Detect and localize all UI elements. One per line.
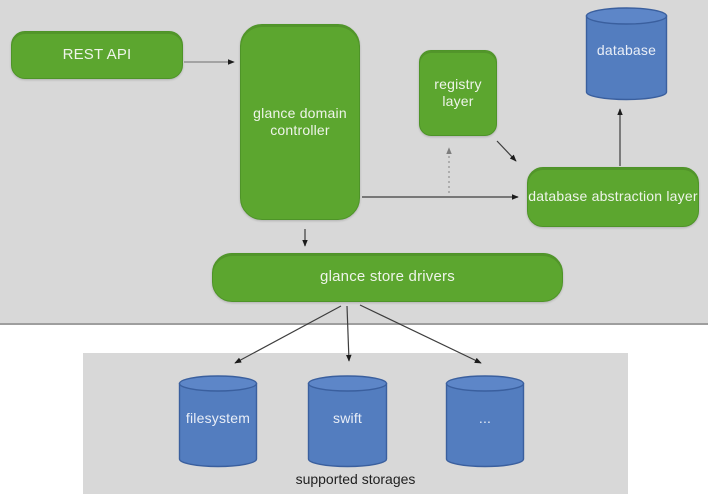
node-filesystem-cylinder: filesystem [178,374,258,469]
node-more-storages-cylinder: ... [445,374,525,469]
node-registry-layer: registry layer [419,50,497,136]
node-database-abstraction-layer: database abstraction layer [527,167,699,227]
database-cylinder-icon [585,7,668,101]
supported-storages-caption: supported storages [295,471,416,487]
node-more-storages-label: ... [478,409,492,426]
node-glance-store-drivers: glance store drivers [212,253,563,302]
node-registry-layer-label: registry layer [434,75,482,110]
node-database-cylinder: database [585,6,668,102]
node-database-abstraction-layer-label: database abstraction layer [528,188,698,205]
more-storages-cylinder-icon [445,375,525,468]
node-swift-label: swift [333,409,362,426]
node-filesystem-label: filesystem [185,409,251,426]
filesystem-cylinder-icon [178,375,258,468]
node-glance-store-drivers-label: glance store drivers [320,268,455,286]
node-swift-cylinder: swift [307,374,388,469]
node-glance-domain-controller-label: glance domain controller [253,104,347,139]
node-rest-api: REST API [11,31,183,79]
node-glance-domain-controller: glance domain controller [240,24,360,220]
node-rest-api-label: REST API [62,45,132,63]
node-database-label: database [596,42,657,58]
swift-cylinder-icon [307,375,388,468]
